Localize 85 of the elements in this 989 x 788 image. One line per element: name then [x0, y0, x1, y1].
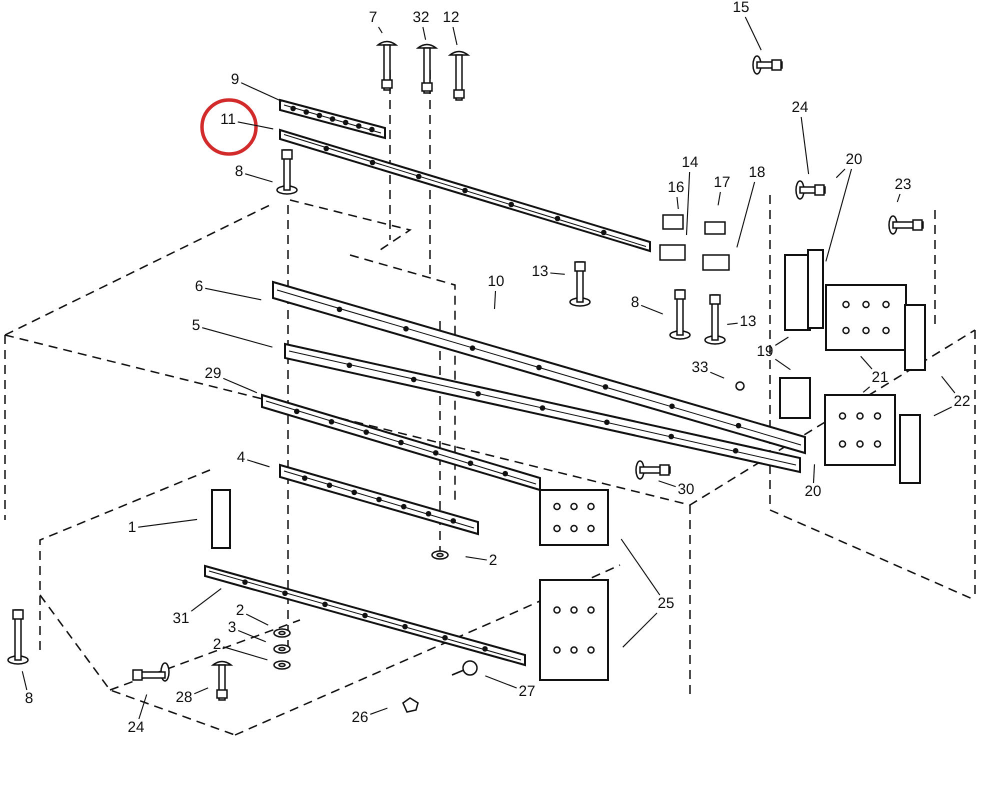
leader-line	[194, 687, 208, 694]
leader-line	[202, 327, 273, 348]
leader-line	[658, 480, 676, 488]
leader-line	[686, 172, 690, 236]
callout-number: 20	[846, 152, 862, 168]
callout-number: 22	[954, 394, 970, 410]
leader-line	[466, 556, 487, 561]
leader-line	[223, 378, 258, 394]
callout-number: 26	[352, 710, 368, 726]
leader-line	[550, 272, 565, 275]
leader-line	[862, 386, 870, 393]
leader-line	[494, 290, 496, 310]
callout-number: 16	[668, 180, 684, 196]
callout-number: 27	[518, 684, 536, 700]
callout-number: 14	[682, 155, 698, 171]
leader-line	[246, 614, 268, 626]
leader-line	[812, 464, 816, 484]
leader-line	[860, 356, 872, 370]
leader-line	[238, 630, 266, 642]
leader-line	[370, 708, 388, 715]
callout-number: 20	[804, 484, 822, 500]
callout-number: 28	[176, 690, 192, 706]
callout-number: 31	[172, 611, 190, 627]
leader-line	[744, 16, 762, 50]
callout-number: 2	[236, 603, 244, 619]
callout-number: 17	[714, 175, 730, 191]
callout-number: 8	[630, 295, 640, 311]
leader-line	[774, 358, 791, 370]
callout-number: 2	[488, 553, 498, 569]
callout-number: 10	[488, 274, 504, 290]
callout-number: 8	[24, 691, 34, 707]
leader-line	[452, 26, 458, 46]
leader-line	[138, 694, 148, 720]
callout-number: 25	[658, 596, 674, 612]
callout-number: 6	[194, 279, 204, 295]
callout-number: 30	[678, 482, 694, 498]
callout-number: 33	[692, 360, 708, 376]
callout-number: 8	[234, 164, 244, 180]
callout-number: 23	[894, 177, 912, 193]
leader-line	[941, 376, 956, 394]
leader-line	[710, 372, 724, 379]
leader-line	[727, 322, 738, 325]
leader-line	[22, 671, 28, 690]
leader-line	[620, 538, 660, 596]
callout-number: 5	[192, 318, 200, 334]
callout-number: 3	[228, 620, 236, 636]
leader-line	[138, 518, 198, 528]
leader-line	[736, 182, 756, 248]
leader-line	[775, 336, 789, 346]
leader-line	[676, 196, 679, 210]
callout-number: 11	[220, 112, 236, 128]
leader-line	[247, 459, 270, 468]
callout-number: 24	[128, 720, 144, 736]
callout-number: 19	[756, 344, 774, 360]
leader-line	[800, 116, 810, 174]
leader-line	[245, 173, 273, 182]
callout-number: 32	[412, 10, 430, 26]
leader-line	[378, 26, 383, 34]
leader-line	[896, 194, 901, 202]
leader-line	[205, 288, 262, 300]
leader-line	[934, 406, 952, 416]
callout-number: 24	[792, 100, 808, 116]
leader-line	[622, 612, 658, 648]
callout-number: 4	[236, 450, 246, 466]
callout-number: 15	[732, 0, 750, 16]
callout-number: 2	[212, 637, 222, 653]
callout-number: 12	[442, 10, 460, 26]
callout-number: 13	[740, 314, 756, 330]
callout-number: 18	[748, 165, 766, 181]
leader-line	[836, 168, 846, 178]
callout-number: 9	[230, 72, 240, 88]
callout-number: 29	[204, 366, 222, 382]
leader-line	[485, 675, 517, 689]
leader-line	[190, 588, 222, 612]
leader-line	[240, 82, 282, 102]
callout-number: 13	[532, 264, 548, 280]
callout-number: 7	[368, 10, 378, 26]
callout-number: 21	[872, 370, 888, 386]
leader-line	[825, 168, 852, 262]
leader-line	[422, 26, 426, 40]
leader-line	[238, 121, 274, 130]
callout-number: 1	[128, 520, 136, 536]
leader-line	[641, 304, 663, 315]
leader-line	[718, 192, 721, 206]
leader-line	[223, 646, 268, 660]
